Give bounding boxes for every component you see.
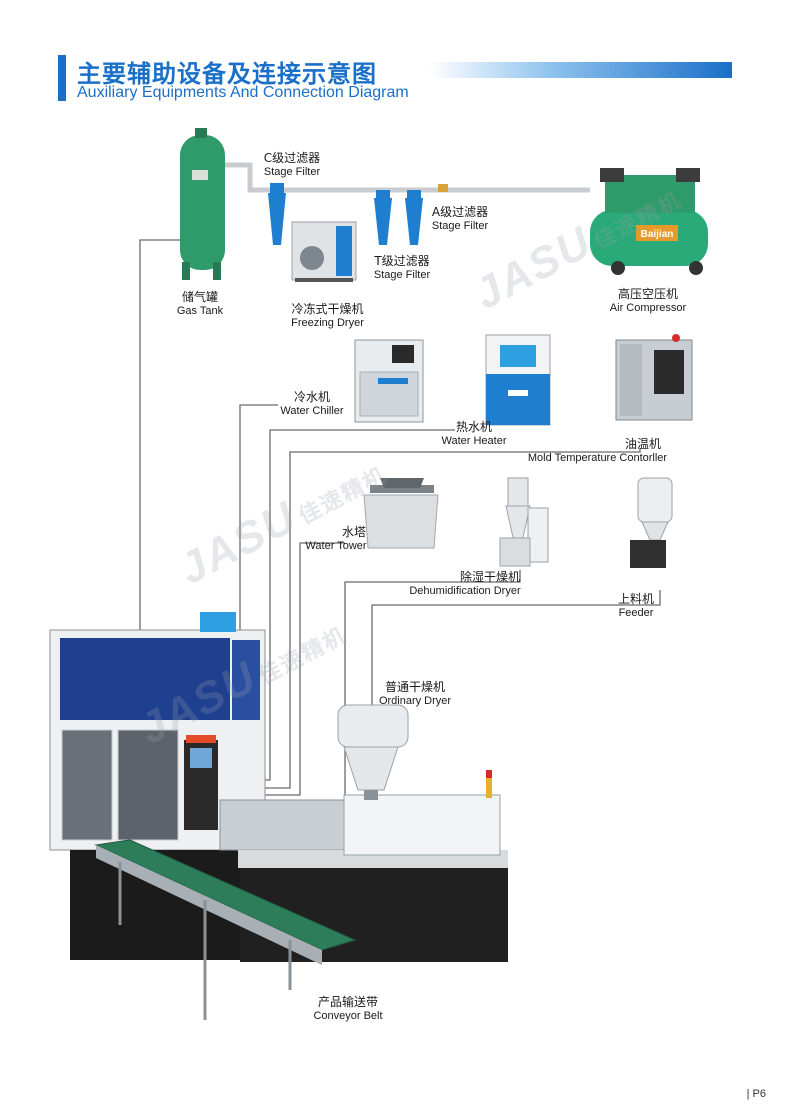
compressor-brand-text: Baijian (641, 229, 674, 240)
water-chiller-illustration (354, 339, 424, 423)
dehumid-dryer-illustration (499, 477, 549, 567)
freezing-dryer-illustration (291, 221, 357, 282)
a-filter-illustration (405, 184, 448, 245)
page-title-cn: 主要辅助设备及连接示意图 (77, 60, 377, 88)
t-filter-illustration (374, 190, 392, 245)
header-accent-bar (58, 55, 66, 101)
water-heater-illustration (485, 334, 551, 426)
c-filter-illustration (268, 183, 286, 245)
connection-lines (139, 239, 661, 800)
air-compressor-illustration: Baijian (590, 168, 708, 275)
gas-tank-illustration (180, 128, 225, 280)
conveyor-illustration (94, 839, 357, 1020)
header-gradient-bar (430, 62, 732, 78)
ordinary-dryer-illustration (337, 704, 409, 800)
page-number: | P6 (746, 1088, 766, 1100)
water-tower-illustration (363, 478, 439, 549)
mold-temp-illustration (615, 334, 693, 421)
feeder-illustration (630, 477, 673, 568)
page-title-en: Auxiliary Equipments And Connection Diag… (77, 84, 409, 101)
